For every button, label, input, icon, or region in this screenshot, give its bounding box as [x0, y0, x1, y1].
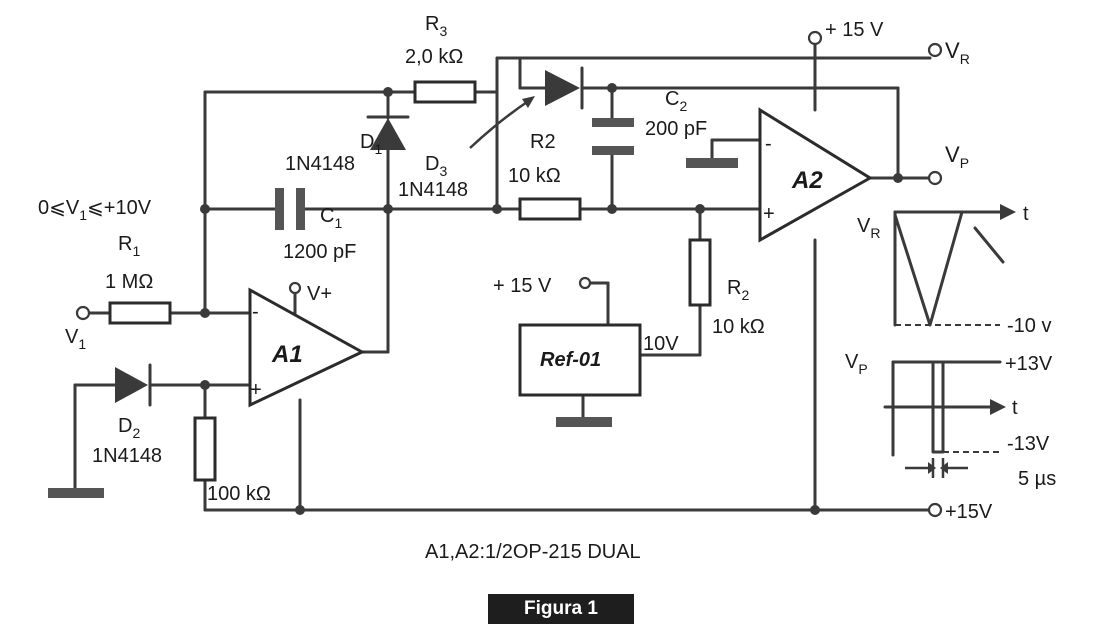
vr-terminal — [927, 42, 943, 58]
resistor-r1 — [108, 301, 172, 325]
top-supply-label: + 15 V — [825, 19, 884, 41]
c2-value-label: 200 pF — [645, 118, 707, 140]
v1-range-label: 0⩽V1⩽+10V — [38, 197, 152, 223]
vp-wave-name: VP — [845, 351, 868, 377]
c1-value-label: 1200 pF — [283, 241, 356, 263]
r1-value-label: 1 MΩ — [105, 271, 153, 293]
wires — [73, 38, 932, 512]
a2-plus-label: + — [763, 203, 775, 225]
a1-label: A1 — [271, 341, 303, 368]
diode-d3 — [545, 66, 584, 110]
r3-value-label: 2,0 kΩ — [405, 46, 463, 68]
ground-symbol — [686, 158, 738, 168]
r1-name-label: R1 — [118, 233, 140, 259]
capacitor-c2 — [592, 118, 634, 155]
a1-plus-label: + — [250, 379, 262, 401]
resistor-r2-series — [518, 197, 582, 221]
r2-ref-value-label: 10 kΩ — [712, 316, 765, 338]
vr-t-label: t — [1023, 203, 1029, 225]
d1-name-label: D1 — [360, 131, 382, 157]
vp-label: VP — [945, 142, 969, 171]
bottom-supply-terminal — [927, 502, 943, 518]
r100k-value-label: 100 kΩ — [207, 483, 271, 505]
opamp-note: A1,A2:1/2OP-215 DUAL — [425, 541, 641, 563]
a2-label: A2 — [791, 167, 823, 194]
pulse-width-label: 5 µs — [1018, 468, 1056, 490]
v1-input-label: V1 — [65, 326, 86, 352]
d2-name-label: D2 — [118, 415, 140, 441]
ref01-label: Ref-01 — [540, 349, 601, 371]
c1-name-label: C1 — [320, 205, 342, 231]
r2-series-value-label: 10 kΩ — [508, 165, 561, 187]
a1-vplus-terminal — [288, 281, 302, 295]
ground-symbol — [556, 417, 612, 427]
r2-ref-name-label: R2 — [727, 277, 749, 303]
junctions — [200, 83, 903, 515]
figure-caption: Figura 1 — [488, 594, 634, 624]
opamp-a2 — [758, 107, 873, 243]
v1-input-terminal — [75, 305, 91, 321]
ref-supply-label: + 15 V — [493, 275, 552, 297]
ground-symbol — [48, 488, 104, 498]
resistor-r2-ref — [688, 238, 712, 307]
resistor-100k — [193, 416, 217, 482]
vr-wave-name: VR — [857, 215, 880, 241]
waveform-vp — [883, 360, 1006, 478]
bottom-supply-label: +15V — [945, 501, 993, 523]
a1-minus-label: - — [252, 301, 259, 323]
diode-d2 — [115, 363, 152, 407]
vp-t-label: t — [1012, 397, 1018, 419]
waveform-vr — [893, 204, 1016, 327]
diode-d1 — [366, 115, 410, 150]
ref-supply-terminal — [578, 276, 592, 290]
terminals — [75, 30, 943, 518]
r2-series-name-label: R2 — [530, 131, 556, 153]
capacitor-c1 — [275, 188, 305, 230]
d3-name-label: D3 — [425, 153, 447, 179]
resistor-r3 — [413, 80, 477, 104]
vr-low-label: -10 v — [1007, 315, 1051, 337]
d1-part-label: 1N4148 — [285, 153, 355, 175]
c2-name-label: C2 — [665, 88, 687, 114]
a2-minus-label: - — [765, 133, 772, 155]
a1-vplus-label: V+ — [307, 283, 332, 305]
r3-name-label: R3 — [425, 13, 447, 39]
d3-pointer-arrow — [469, 96, 535, 149]
vp-high-label: +13V — [1005, 353, 1053, 375]
top-supply-terminal — [807, 30, 823, 46]
opamp-a1 — [248, 287, 366, 408]
vp-terminal — [927, 170, 943, 186]
ref-output-label: 10V — [643, 333, 679, 355]
ref01-block — [518, 323, 642, 397]
d3-part-label: 1N4148 — [398, 179, 468, 201]
vr-label: VR — [945, 38, 970, 67]
vp-low-label: -13V — [1007, 433, 1050, 455]
d2-part-label: 1N4148 — [92, 445, 162, 467]
